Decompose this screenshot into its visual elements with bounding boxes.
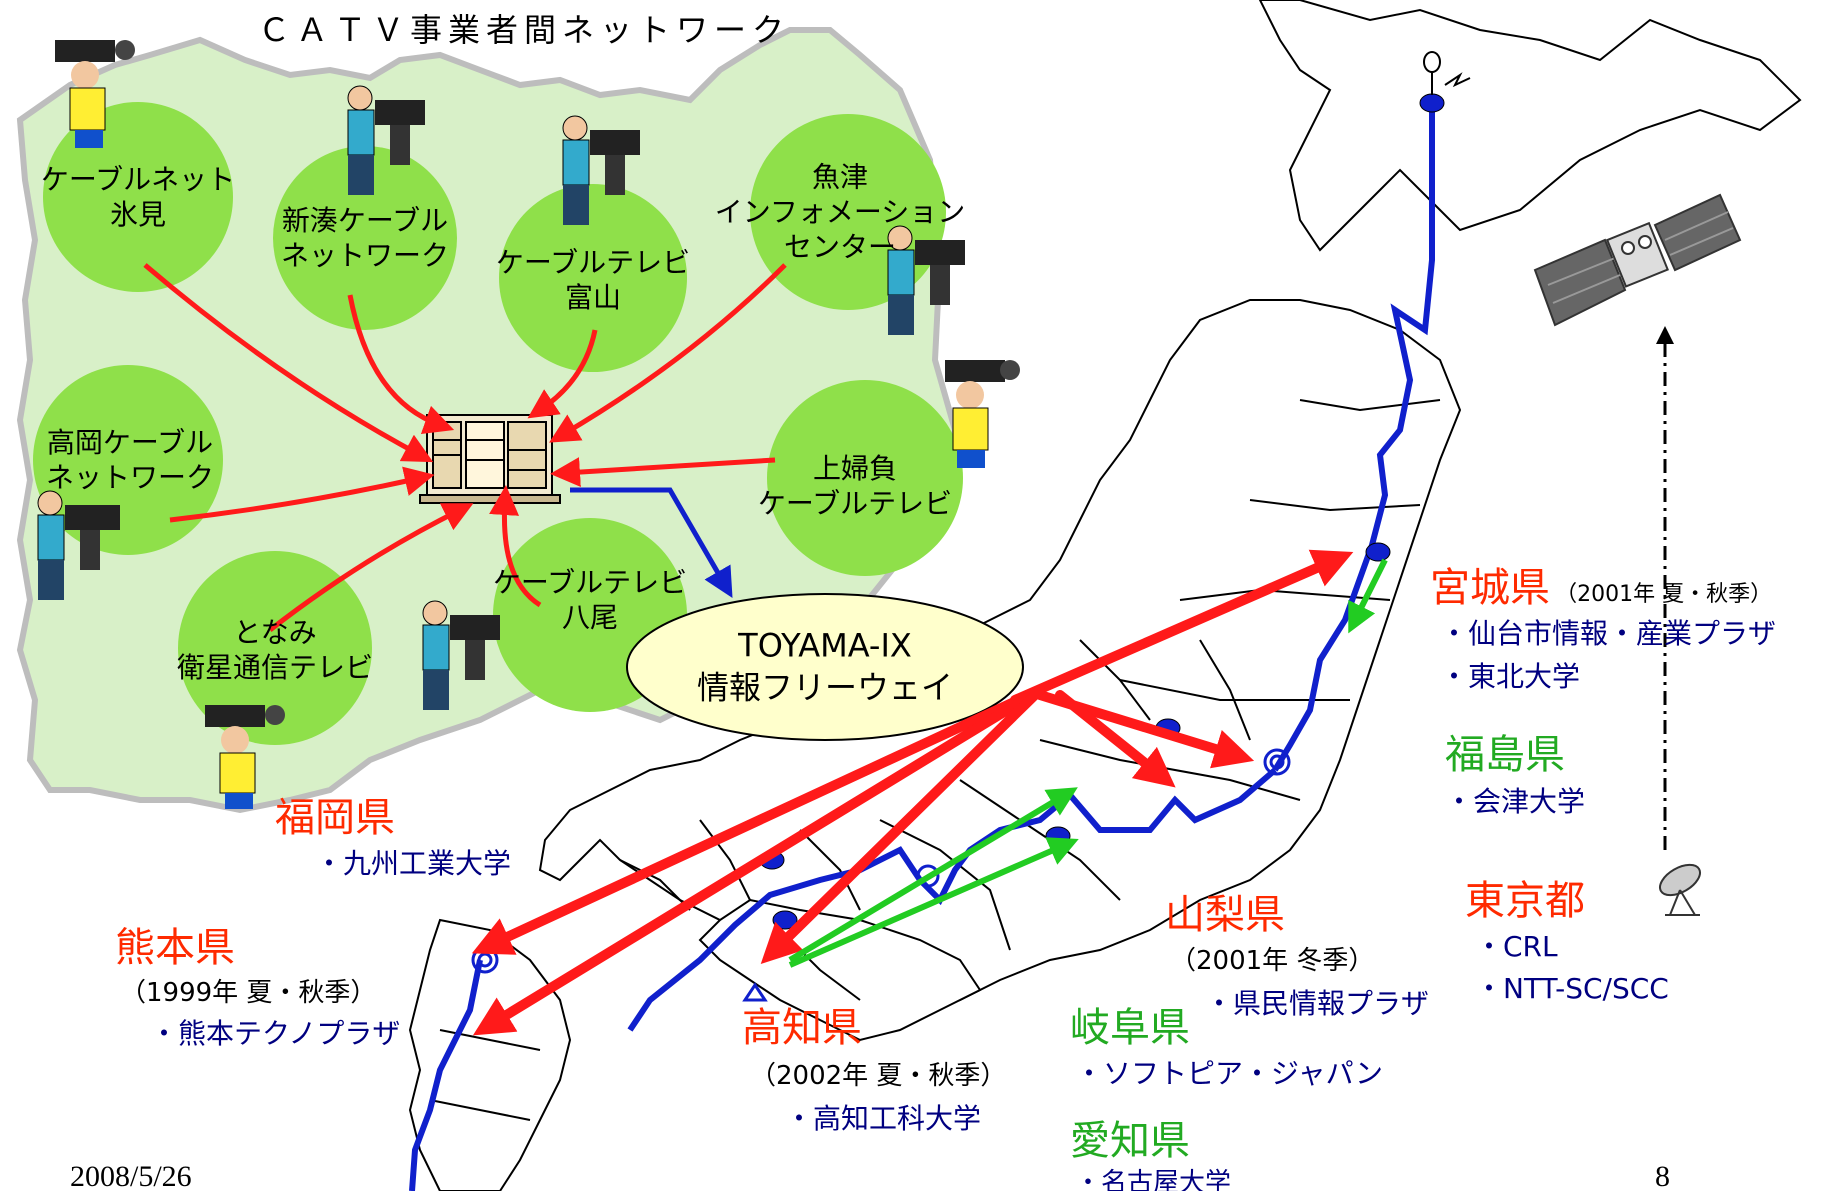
- pref-miyagi-name: 宮城県: [1430, 565, 1550, 611]
- circle-toyama: [499, 184, 687, 372]
- node-label-takaoka: 高岡ケーブル ネットワーク: [45, 426, 215, 494]
- node-label-uozu: 魚津 インフォメーション センター: [714, 160, 966, 264]
- satellite-icon: [1533, 193, 1742, 327]
- camera-operator-icon: [422, 600, 500, 710]
- antenna-icon: [742, 982, 768, 1002]
- arrow-tonami: [268, 503, 474, 632]
- circle-kamiichi: [767, 380, 963, 576]
- camera-operator-icon: [562, 115, 640, 225]
- arrow-takaoka: [169, 466, 435, 523]
- circle-shinminato: [273, 146, 457, 330]
- camera-operator-icon: [945, 360, 1020, 468]
- green-arrows: [788, 558, 1388, 968]
- page-number: 8: [1655, 1160, 1670, 1191]
- diagram-title: ＣＡＴＶ事業者間ネットワーク: [258, 11, 791, 49]
- node-label-himi: ケーブルネット 氷見: [40, 163, 236, 231]
- pref-yamanashi-name: 山梨県: [1165, 892, 1285, 938]
- camera-operator-icon: [887, 225, 965, 335]
- hub-line2: 情報フリーウェイ: [696, 668, 954, 706]
- arrow-to-fukuoka: [471, 685, 1045, 955]
- hub-label: TOYAMA-IX 情報フリーウェイ: [697, 625, 953, 708]
- pref-miyagi-period: （2001年 夏・秋季）: [1555, 582, 1773, 607]
- circle-tonami: [178, 551, 372, 745]
- miyagi-item-1: ・仙台市情報・産業プラザ: [1440, 617, 1777, 650]
- server-rack-icon: [419, 414, 561, 504]
- pref-tokyo-name: 東京都: [1465, 878, 1585, 924]
- blue-network-link-kyushu: [409, 959, 483, 1191]
- node-label-kamiichi: 上婦負 ケーブルテレビ: [757, 452, 953, 520]
- tokyo-item-2: ・NTT-SC/SCC: [1475, 972, 1669, 1005]
- arrow-to-miyagi: [1010, 549, 1354, 705]
- footer-date: 2008/5/26: [70, 1160, 192, 1191]
- gifu-item-1: ・ソフトピア・ジャパン: [1075, 1057, 1384, 1090]
- arrow-toyama: [527, 329, 598, 419]
- camera-operator-icon: [37, 490, 120, 600]
- kochi-item-1: ・高知工科大学: [785, 1102, 982, 1135]
- blue-network-link-west: [627, 767, 1277, 1032]
- kochi-period: （2002年 夏・秋季）: [750, 1061, 1007, 1091]
- green-arrow-gifu: [788, 787, 1078, 963]
- arrow-shinminato: [347, 294, 455, 435]
- arrow-to-yamanashi: [1055, 690, 1176, 788]
- arrow-uozu: [549, 263, 787, 443]
- fukuoka-item-1: ・九州工業大学: [315, 847, 512, 880]
- server-to-hub-arrow: [570, 487, 733, 598]
- pref-gifu-name: 岐阜県: [1070, 1005, 1190, 1051]
- catv-circles: [33, 102, 963, 745]
- arrow-to-kochi: [760, 685, 1045, 965]
- camera-operator-icon: [55, 40, 135, 148]
- toyama-ix-hub: [626, 593, 1024, 741]
- fukushima-item-1: ・会津大学: [1445, 785, 1586, 818]
- node-label-toyama: ケーブルテレビ 富山: [495, 246, 691, 314]
- tokyo-item-1: ・CRL: [1475, 930, 1558, 963]
- kumamoto-period: （1999年 夏・秋季）: [120, 978, 377, 1008]
- camera-operator-icon: [347, 85, 425, 195]
- miyagi-item-2: ・東北大学: [1440, 660, 1581, 693]
- pref-fukuoka-name: 福岡県: [275, 795, 395, 841]
- pref-kochi-name: 高知県: [742, 1005, 862, 1051]
- node-label-shinminato: 新湊ケーブル ネットワーク: [280, 204, 450, 272]
- yamanashi-period: （2001年 冬季）: [1170, 946, 1375, 976]
- aichi-item-1: ・名古屋大学: [1075, 1168, 1232, 1191]
- yamanashi-item-1: ・県民情報プラザ: [1205, 987, 1430, 1020]
- green-arrow-aichi: [788, 837, 1079, 968]
- catv-arrows: [143, 263, 787, 632]
- satellite-dish-icon: [1659, 863, 1701, 916]
- circle-himi: [43, 102, 233, 292]
- arrow-kamiichi: [550, 457, 776, 488]
- pref-aichi-name: 愛知県: [1070, 1118, 1190, 1164]
- green-arrow-miyagi: [1348, 558, 1388, 634]
- arrow-yatsuo: [489, 485, 542, 608]
- blue-network-link: [1272, 105, 1435, 772]
- antenna-icon: [1423, 51, 1471, 95]
- camera-operator-icon: [205, 705, 285, 809]
- node-label-yatsuo: ケーブルテレビ 八尾: [492, 566, 688, 634]
- node-label-tonami: となみ 衛星通信テレビ: [176, 616, 374, 684]
- arrow-himi: [143, 263, 434, 463]
- arrow-to-kumamoto: [472, 685, 1045, 1036]
- remote-arrows: [471, 549, 1354, 1036]
- kumamoto-item-1: ・熊本テクノプラザ: [150, 1017, 401, 1050]
- pref-kumamoto-name: 熊本県: [115, 925, 235, 971]
- hub-line1: TOYAMA-IX: [738, 626, 912, 665]
- pref-miyagi: 宮城県 （2001年 夏・秋季）: [1430, 555, 1772, 613]
- pref-fukushima-name: 福島県: [1445, 732, 1565, 778]
